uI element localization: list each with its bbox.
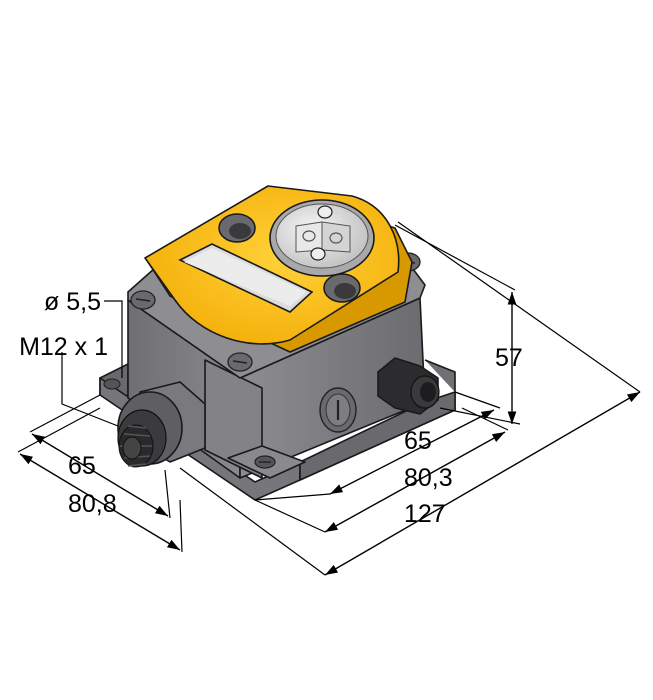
leader-thread bbox=[61, 352, 119, 427]
label-hole-diameter: ø 5,5 bbox=[44, 288, 101, 316]
dim-line-right-outer bbox=[324, 391, 641, 576]
yellow-lid bbox=[144, 185, 413, 353]
dimension-lines bbox=[17, 221, 641, 576]
label-right-inner: 65 bbox=[404, 427, 432, 455]
label-thread: M12 x 1 bbox=[19, 333, 108, 361]
label-right-middle: 80,3 bbox=[404, 464, 453, 492]
leader-hole bbox=[104, 300, 123, 378]
blind-plug bbox=[319, 387, 357, 433]
dimension-labels: ø 5,5 M12 x 1 57 65 80,3 127 65 80,8 bbox=[19, 288, 523, 528]
label-height: 57 bbox=[495, 344, 523, 372]
label-left-outer: 80,8 bbox=[68, 490, 117, 518]
left-mounting-screw bbox=[103, 378, 121, 390]
dim-line-left-outer bbox=[19, 453, 181, 551]
label-right-outer: 127 bbox=[404, 500, 446, 528]
label-left-inner: 65 bbox=[68, 452, 96, 480]
